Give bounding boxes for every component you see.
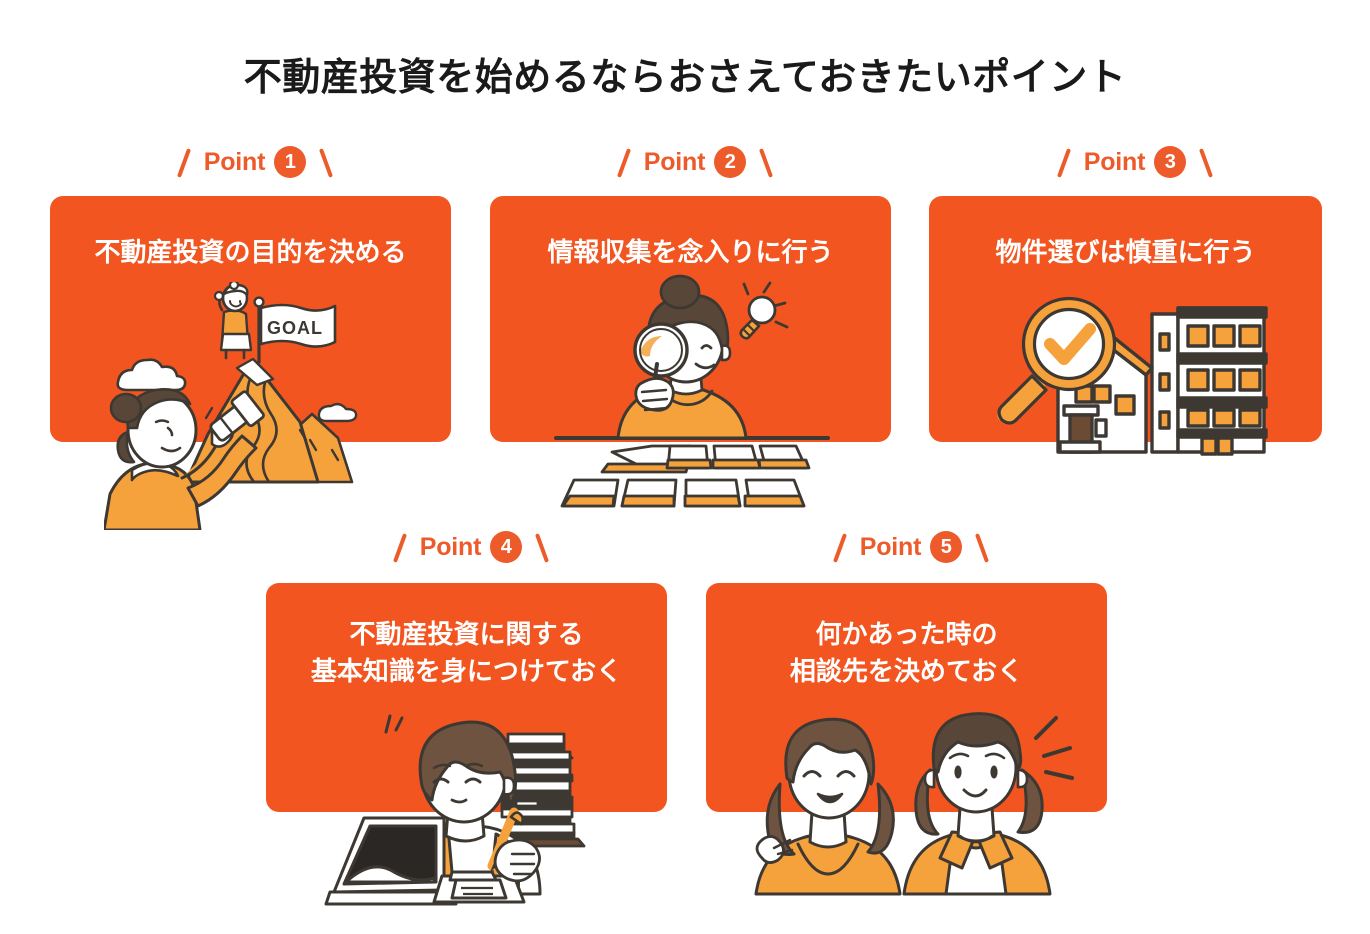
point-number-badge-4: 4	[490, 531, 523, 563]
point-card-5[interactable]: 何かあった時の 相談先を決めておく	[706, 583, 1107, 812]
slash-left-icon	[389, 531, 411, 563]
point-label-4: Point 4	[356, 527, 586, 567]
point-number-badge-5: 5	[930, 531, 963, 563]
slash-right-icon	[315, 146, 337, 178]
point-card-2[interactable]: 情報収集を念入りに行う	[490, 196, 891, 442]
point-card-4[interactable]: 不動産投資に関する 基本知識を身につけておく	[266, 583, 667, 812]
slash-left-icon	[829, 531, 851, 563]
point-card-3[interactable]: 物件選びは慎重に行う	[929, 196, 1322, 442]
point-label-1: Point 1	[140, 142, 370, 182]
slash-left-icon	[613, 146, 635, 178]
point-word-4: Point	[419, 532, 482, 561]
point-number-badge-2: 2	[714, 146, 747, 178]
point-label-3: Point 3	[1020, 142, 1250, 182]
slash-right-icon	[755, 146, 777, 178]
card-title-3: 物件選びは慎重に行う	[995, 237, 1256, 267]
point-word-2: Point	[643, 147, 706, 176]
page-title: 不動産投資を始めるならおさえておきたいポイント	[243, 57, 1127, 99]
card-title-2: 情報収集を念入りに行う	[547, 237, 834, 267]
point-label-5: Point 5	[796, 527, 1026, 567]
point-number-badge-1: 1	[274, 146, 307, 178]
slash-right-icon	[971, 531, 993, 563]
point-word-3: Point	[1083, 147, 1146, 176]
card-title-4: 不動産投資に関する 基本知識を身につけておく	[310, 619, 623, 686]
point-label-2: Point 2	[580, 142, 810, 182]
point-word-5: Point	[859, 532, 922, 561]
point-word-1: Point	[203, 147, 266, 176]
slash-left-icon	[173, 146, 195, 178]
slash-right-icon	[1195, 146, 1217, 178]
card-title-5: 何かあった時の 相談先を決めておく	[789, 619, 1024, 686]
slash-right-icon	[531, 531, 553, 563]
point-number-badge-3: 3	[1154, 146, 1187, 178]
card-title-1: 不動産投資の目的を決める	[94, 237, 407, 267]
slash-left-icon	[1053, 146, 1075, 178]
point-card-1[interactable]: 不動産投資の目的を決める	[50, 196, 451, 442]
